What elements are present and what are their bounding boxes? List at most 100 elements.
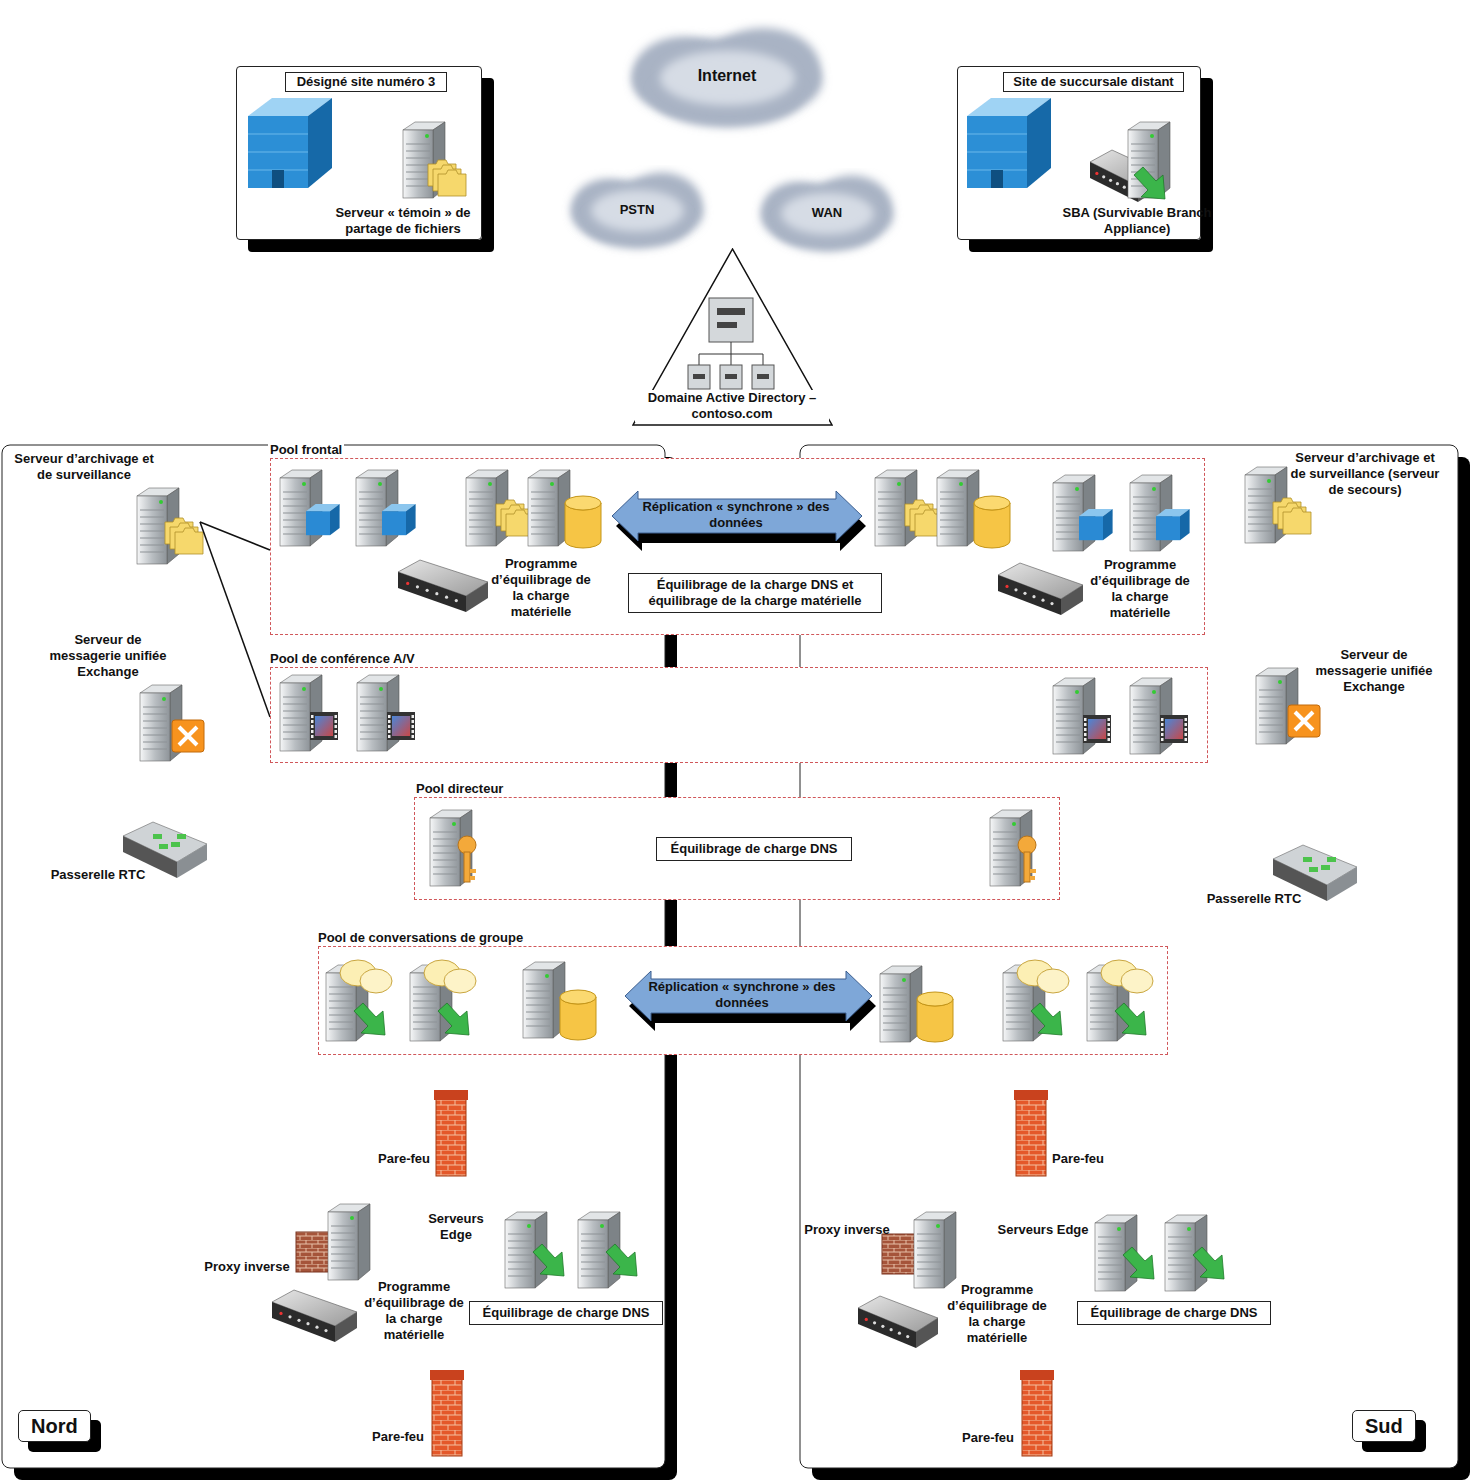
video-icon xyxy=(1161,738,1164,741)
video-icon xyxy=(335,735,338,738)
video-icon xyxy=(388,725,391,728)
icon-part xyxy=(545,974,549,978)
icon-part xyxy=(883,1030,907,1031)
icon-part xyxy=(433,832,457,833)
video-icon xyxy=(1161,723,1164,726)
load-balancer xyxy=(858,1308,916,1348)
icon-part xyxy=(360,711,384,712)
server-icon xyxy=(523,962,565,1038)
arrow-icon xyxy=(606,1244,637,1276)
icon-part xyxy=(940,513,964,514)
icon-part xyxy=(140,524,164,525)
icon-part xyxy=(360,697,384,698)
icon-part xyxy=(940,499,964,500)
note-box: Équilibrage de charge DNS xyxy=(656,837,852,861)
icon-part xyxy=(1259,732,1283,733)
server-label: Serveurs Edge xyxy=(997,1222,1088,1238)
gateway-icon xyxy=(1309,867,1318,872)
icon-part xyxy=(878,534,902,535)
icon-part xyxy=(280,683,310,751)
icon-part xyxy=(1098,1279,1122,1280)
box-heading: Désigné site numéro 3 xyxy=(285,72,447,92)
video-icon xyxy=(311,720,314,723)
icon-part xyxy=(283,697,307,698)
icon-part xyxy=(1259,690,1283,691)
firewall-icon xyxy=(1020,1370,1054,1380)
icon-part xyxy=(140,545,164,546)
icon-part xyxy=(883,1002,907,1003)
icon-part xyxy=(360,725,384,726)
icon-part xyxy=(283,506,307,507)
load-balancer xyxy=(1095,172,1098,175)
icon-part xyxy=(1133,728,1157,729)
icon-part xyxy=(527,1224,531,1228)
icon-part xyxy=(1056,525,1080,526)
video-icon xyxy=(335,720,338,723)
icon-part xyxy=(1248,503,1272,504)
load-balancer xyxy=(466,582,488,612)
icon-part xyxy=(531,492,555,493)
icon-part xyxy=(143,735,167,736)
icon-part xyxy=(359,534,383,535)
icon-part xyxy=(1095,1223,1125,1291)
icon-part xyxy=(1259,725,1283,726)
server-label: Serveur de messagerie unifiée Exchange xyxy=(1309,647,1439,695)
icon-part xyxy=(1130,686,1160,754)
icon-part xyxy=(1259,718,1283,719)
load-balancer xyxy=(272,1302,335,1342)
icon-part xyxy=(1056,714,1080,715)
icon-part xyxy=(1248,510,1272,511)
icon-part xyxy=(1053,686,1083,754)
icon-part xyxy=(331,1247,355,1248)
load-balancer xyxy=(1123,186,1126,189)
video-icon xyxy=(1161,718,1164,721)
icon-part xyxy=(1152,487,1156,491)
load-balancer xyxy=(306,1322,309,1325)
directory-icon xyxy=(688,365,710,389)
icon-part xyxy=(940,520,964,521)
icon-part xyxy=(329,1001,353,1002)
wall-icon xyxy=(296,1232,332,1272)
node-label: Serveur « témoin » de partage de fichier… xyxy=(328,205,478,237)
icon-part xyxy=(1056,504,1080,505)
cloud-shape xyxy=(660,51,795,106)
server-icon xyxy=(328,1204,370,1280)
cube xyxy=(1103,509,1113,540)
icon-part xyxy=(433,846,457,847)
replication-label: Réplication « synchrone » des données xyxy=(627,979,857,1011)
pool-fill xyxy=(414,797,1060,900)
icon-part xyxy=(140,517,164,518)
proxy-label: Proxy inverse xyxy=(804,1222,889,1238)
building xyxy=(248,116,308,188)
icon-part xyxy=(526,998,550,999)
chat-icon xyxy=(1121,969,1153,993)
icon-part xyxy=(1133,511,1157,512)
load-balancer xyxy=(998,575,1061,615)
icon-part xyxy=(526,984,550,985)
icon-part xyxy=(331,1240,355,1241)
icon-part xyxy=(1133,539,1157,540)
icon-part xyxy=(1006,987,1030,988)
firewall-label: Pare-feu xyxy=(378,1151,430,1167)
pool-title: Pool de conversations de groupe xyxy=(316,930,525,946)
video-icon xyxy=(1161,728,1164,731)
icon-part xyxy=(406,172,430,173)
directory-icon xyxy=(725,374,737,379)
video-icon xyxy=(335,725,338,728)
cube xyxy=(1079,516,1103,540)
icon-part xyxy=(914,1220,944,1288)
load-balancer xyxy=(1061,585,1083,615)
icon-part xyxy=(283,520,307,521)
icon-part xyxy=(1133,707,1157,708)
icon-part xyxy=(531,527,555,528)
key-icon xyxy=(464,852,470,882)
firewall-icon xyxy=(432,1378,462,1456)
icon-part xyxy=(359,492,383,493)
domain-triangle: Domaine Active Directory – contoso.com xyxy=(632,248,833,426)
icon-part xyxy=(1053,483,1083,551)
building xyxy=(967,116,1027,188)
cloud: Internet xyxy=(615,18,840,143)
icon-part xyxy=(878,499,902,500)
load-balancer xyxy=(297,1319,300,1322)
icon-part xyxy=(329,1029,353,1030)
